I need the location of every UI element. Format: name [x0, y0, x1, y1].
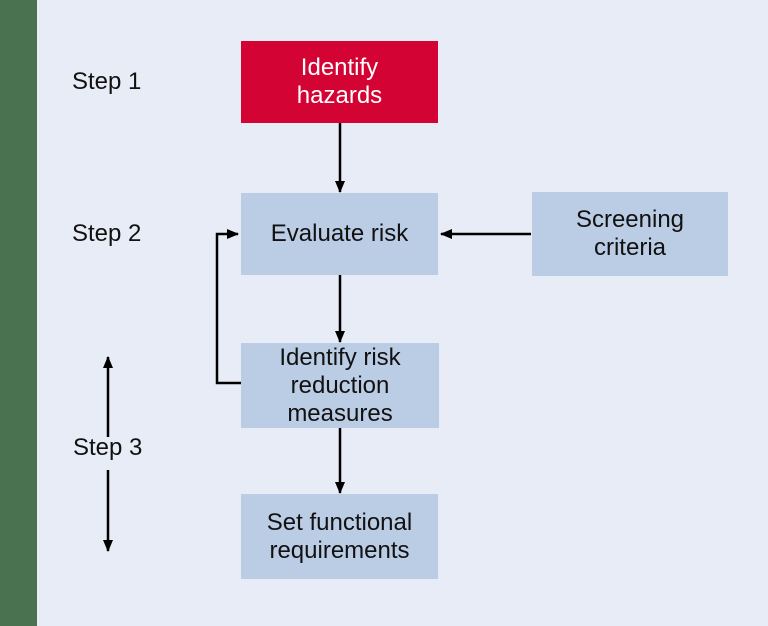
step-1-label: Step 1: [72, 68, 142, 95]
step-3-label: Step 3: [73, 434, 143, 461]
node-identify-risk-reduction: Identify risk reduction measures: [241, 343, 439, 428]
feedback-loop-arrow: [215, 229, 241, 385]
left-accent-bar: [0, 0, 37, 626]
node-screening-criteria: Screening criteria: [532, 192, 728, 276]
node-set-functional-requirements: Set functional requirements: [241, 494, 438, 579]
node-evaluate-risk: Evaluate risk: [241, 193, 438, 275]
node-identify-hazards: Identify hazards: [241, 41, 438, 123]
step-2-label: Step 2: [72, 220, 142, 247]
